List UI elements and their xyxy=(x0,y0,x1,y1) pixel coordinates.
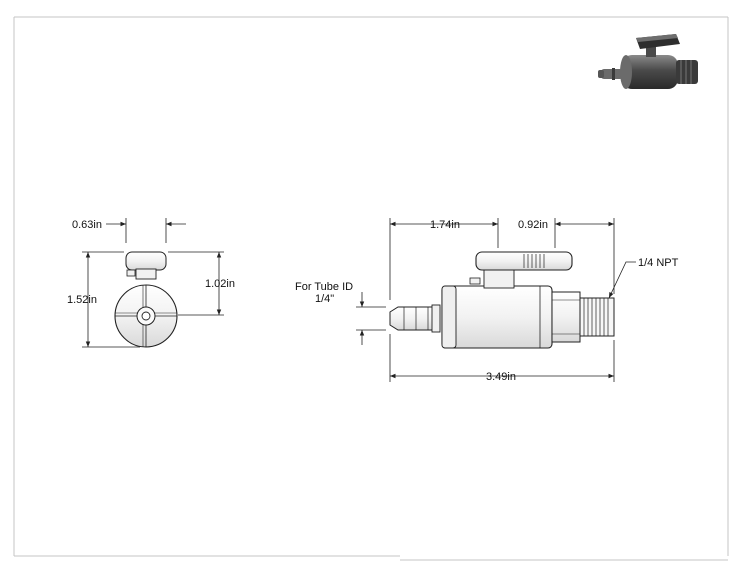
dim-front-thread-length: 0.92in xyxy=(518,219,548,231)
valve-side-view-icon xyxy=(114,251,178,348)
tube-label-line1: For Tube ID xyxy=(295,281,353,293)
dim-side-height-upper: 1.02in xyxy=(205,278,235,290)
dim-front-total-length: 3.49in xyxy=(486,371,516,383)
dim-front-handle-offset: 1.74in xyxy=(430,219,460,231)
sheet-frame xyxy=(13,16,729,561)
dim-side-width: 0.63in xyxy=(72,219,102,231)
side-view-dimensions: 0.63in 1.52in 1.02in xyxy=(67,218,235,348)
tube-label-line2: 1/4" xyxy=(315,293,334,305)
valve-front-view-icon xyxy=(389,251,615,349)
front-view-dimensions: 1.74in 0.92in 3.49in For Tube ID 1/4" 1/… xyxy=(295,218,679,383)
thread-label: 1/4 NPT xyxy=(638,257,679,269)
valve-isometric-icon xyxy=(598,34,698,89)
dim-side-height-total: 1.52in xyxy=(67,294,97,306)
